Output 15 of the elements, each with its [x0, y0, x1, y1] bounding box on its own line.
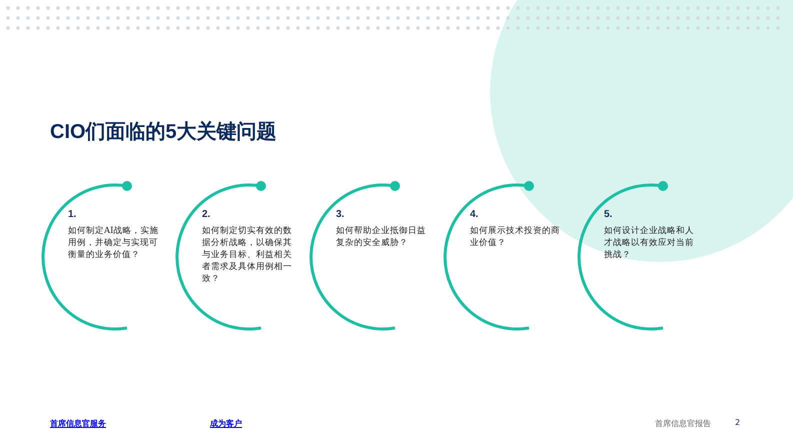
- question-text: 如何制定切实有效的数据分析战略，以确保其与业务目标、利益相关者需求及具体用例相一致？: [202, 225, 293, 285]
- question-text: 如何帮助企业抵御日益复杂的安全威胁？: [336, 225, 427, 249]
- question-text: 如何展示技术投资的商业价值？: [470, 225, 561, 249]
- item-number: 1.: [68, 209, 76, 220]
- item-number: 2.: [202, 209, 210, 220]
- slide-title: CIO们面临的5大关键问题: [50, 120, 277, 145]
- question-text: 如何制定AI战略，实施用例，并确定与实现可衡量的业务价值？: [68, 225, 160, 261]
- footer-text: 首席信息官报告: [655, 418, 711, 429]
- item-number: 3.: [336, 209, 344, 220]
- item-number: 4.: [470, 209, 478, 220]
- page-number: 2: [735, 418, 740, 427]
- question-text: 如何设计企业战略和人才战略以有效应对当前挑战？: [604, 225, 695, 261]
- footer-link: 成为客户: [210, 418, 242, 429]
- item-number: 5.: [604, 209, 612, 220]
- footer-link: 首席信息官服务: [50, 418, 106, 429]
